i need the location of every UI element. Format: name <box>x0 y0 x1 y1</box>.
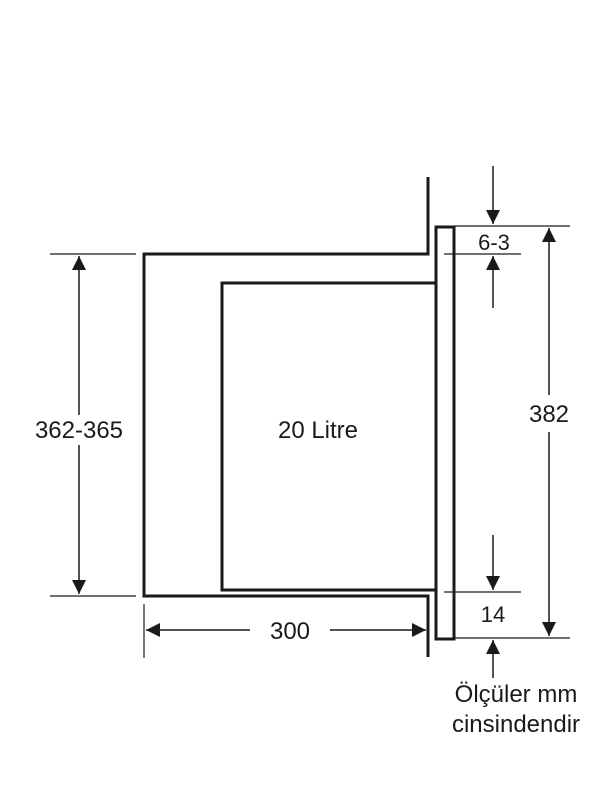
units-note-line-2: cinsindendir <box>452 711 580 738</box>
appliance-body <box>220 281 436 592</box>
units-note-line-1: Ölçüler mm <box>455 681 578 708</box>
dimension-label-panel-height: 382 <box>529 401 569 428</box>
extension-lines <box>50 225 570 658</box>
front-panel <box>434 225 456 641</box>
dimension-label-depth: 300 <box>270 618 310 645</box>
niche-outline <box>142 177 430 657</box>
dimension-label-total-height: 362-365 <box>35 417 123 444</box>
dimension-label-top-offset: 6-3 <box>478 230 510 255</box>
dimension-label-bottom-offset: 14 <box>481 602 505 627</box>
volume-label: 20 Litre <box>278 417 358 444</box>
